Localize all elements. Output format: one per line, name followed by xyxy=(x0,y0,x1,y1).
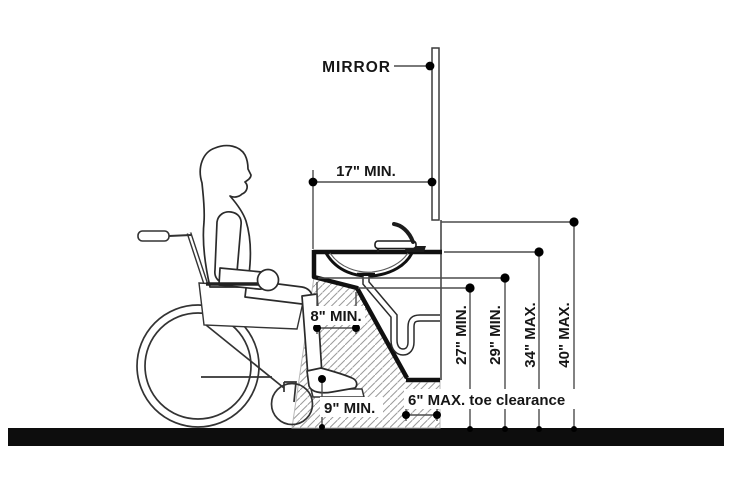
dim-6-dot-left xyxy=(402,411,410,419)
apron-clearance-label: 29" MIN. xyxy=(487,305,504,365)
caster-fork xyxy=(283,381,297,403)
rim-height-label: 34" MAX. xyxy=(522,302,539,367)
rear-wheel-tire xyxy=(136,304,260,428)
lavatory xyxy=(311,222,442,383)
knee-clearance-label: 27" MIN. xyxy=(453,305,470,365)
drain-trap-core xyxy=(363,276,440,355)
toe-height-label: 9" MIN. xyxy=(324,400,375,417)
person-hand xyxy=(256,268,280,292)
basin-bowl xyxy=(324,252,414,278)
faucet-lever xyxy=(392,222,415,244)
apron-underside xyxy=(311,250,409,380)
seated-person xyxy=(199,144,358,394)
rear-wheel-rim xyxy=(144,312,252,420)
handle-tube xyxy=(168,234,192,237)
toe-height-label-bg xyxy=(320,397,383,417)
dim-29-dot xyxy=(500,273,510,283)
dim-40-dot xyxy=(569,217,579,227)
mirror-leader-dot xyxy=(425,61,435,71)
dim-29-floor-dot xyxy=(502,426,508,432)
dim-9-dot-top xyxy=(318,375,326,383)
dim-27-dot xyxy=(465,283,475,293)
faucet-spout xyxy=(374,240,417,250)
labels: MIRROR 17" MIN. 8" MIN. 9" MIN. 6" MAX. … xyxy=(306,59,584,417)
knee-depth-label-bg xyxy=(306,306,365,325)
dim-34-dot xyxy=(534,247,544,257)
dim-40-floor-dot xyxy=(571,426,577,432)
toe-clearance-label: 6" MAX. toe clearance xyxy=(408,392,565,409)
frame-diagonal xyxy=(205,324,285,389)
dim-8-dot-left xyxy=(313,324,321,332)
dim-9-dot-bottom xyxy=(319,424,325,430)
toe-clearance-label-bg xyxy=(404,389,584,409)
dim-34-floor-dot xyxy=(536,426,542,432)
floor xyxy=(8,428,724,446)
basin-bowl-inner xyxy=(329,252,409,273)
counter-depth-label: 17" MIN. xyxy=(336,163,396,180)
knee-depth-label: 8" MIN. xyxy=(310,308,361,325)
person-foot xyxy=(306,367,358,394)
push-handle xyxy=(137,230,170,242)
faucet xyxy=(374,222,426,252)
dim-8-dot-right xyxy=(352,324,360,332)
mirror-height-label: 40" MAX. xyxy=(556,302,573,367)
mirror xyxy=(431,47,440,221)
dim-17-dot-right xyxy=(427,177,437,187)
dim-6-dot-right xyxy=(433,411,441,419)
dim-17-dot-left xyxy=(308,177,318,187)
mirror-label: MIRROR xyxy=(322,59,391,76)
caster-wheel xyxy=(270,382,314,426)
dim-27-floor-dot xyxy=(467,426,473,432)
